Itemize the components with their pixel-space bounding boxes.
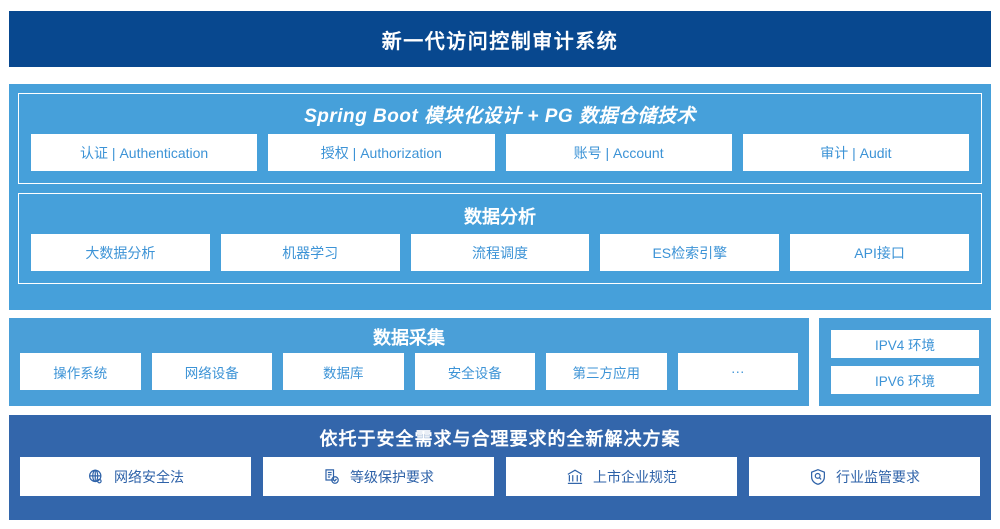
solution-panel-title: 依托于安全需求与合理要求的全新解决方案 <box>319 429 681 449</box>
solution-chip-row: 网络安全法 等级保护要求 <box>20 457 980 496</box>
analysis-subpanel-title: 数据分析 <box>464 207 536 227</box>
collection-chip-operating-system[interactable]: 操作系统 <box>20 353 141 390</box>
analysis-subpanel: 数据分析 大数据分析 机器学习 流程调度 ES检索引擎 API接口 <box>18 193 982 284</box>
collection-panel: 数据采集 操作系统 网络设备 数据库 安全设备 第三方应用 ··· <box>9 318 809 406</box>
collection-chip-database[interactable]: 数据库 <box>283 353 404 390</box>
solution-chip-industry-regulation[interactable]: 行业监管要求 <box>749 457 980 496</box>
environment-chip-ipv4[interactable]: IPV4 环境 <box>831 330 979 358</box>
solution-panel: 依托于安全需求与合理要求的全新解决方案 网络安全法 <box>9 415 991 520</box>
analysis-chip-process-scheduling[interactable]: 流程调度 <box>410 234 590 271</box>
bank-building-icon <box>566 468 584 486</box>
solution-chip-cybersecurity-law[interactable]: 网络安全法 <box>20 457 251 496</box>
collection-chip-security-device[interactable]: 安全设备 <box>414 353 535 390</box>
collection-chip-more[interactable]: ··· <box>677 353 798 390</box>
tech-chip-authentication[interactable]: 认证 | Authentication <box>31 134 258 171</box>
solution-chip-label: 等级保护要求 <box>350 468 434 485</box>
solution-chip-label: 上市企业规范 <box>593 468 677 485</box>
document-check-icon <box>323 468 341 486</box>
platform-panel: Spring Boot 模块化设计 + PG 数据仓储技术 认证 | Authe… <box>9 84 991 310</box>
tech-subpanel: Spring Boot 模块化设计 + PG 数据仓储技术 认证 | Authe… <box>18 93 982 184</box>
environment-chip-ipv6[interactable]: IPV6 环境 <box>831 366 979 394</box>
tech-chip-audit[interactable]: 审计 | Audit <box>742 134 969 171</box>
analysis-chip-machine-learning[interactable]: 机器学习 <box>220 234 400 271</box>
solution-chip-listed-enterprise-standard[interactable]: 上市企业规范 <box>506 457 737 496</box>
shield-search-icon <box>809 468 827 486</box>
solution-chip-label: 网络安全法 <box>114 468 184 485</box>
page-title: 新一代访问控制审计系统 <box>381 30 619 53</box>
tech-chip-account[interactable]: 账号 | Account <box>505 134 732 171</box>
solution-chip-classified-protection[interactable]: 等级保护要求 <box>263 457 494 496</box>
analysis-chip-api[interactable]: API接口 <box>790 234 969 271</box>
collection-panel-title: 数据采集 <box>373 328 445 348</box>
tech-chip-authorization[interactable]: 授权 | Authorization <box>268 134 495 171</box>
tech-chip-row: 认证 | Authentication 授权 | Authorization 账… <box>31 134 969 171</box>
solution-chip-label: 行业监管要求 <box>836 468 920 485</box>
tech-subpanel-title: Spring Boot 模块化设计 + PG 数据仓储技术 <box>304 106 696 127</box>
analysis-chip-es-search-engine[interactable]: ES检索引擎 <box>600 234 780 271</box>
collection-row: 数据采集 操作系统 网络设备 数据库 安全设备 第三方应用 ··· IPV4 环… <box>9 318 991 406</box>
collection-chip-row: 操作系统 网络设备 数据库 安全设备 第三方应用 ··· <box>20 353 798 390</box>
collection-chip-network-device[interactable]: 网络设备 <box>151 353 272 390</box>
collection-chip-third-party-app[interactable]: 第三方应用 <box>546 353 667 390</box>
analysis-chip-bigdata[interactable]: 大数据分析 <box>31 234 210 271</box>
analysis-chip-row: 大数据分析 机器学习 流程调度 ES检索引擎 API接口 <box>31 234 969 271</box>
globe-icon <box>87 468 105 486</box>
header-bar: 新一代访问控制审计系统 <box>9 11 991 67</box>
environment-panel: IPV4 环境 IPV6 环境 <box>819 318 991 406</box>
